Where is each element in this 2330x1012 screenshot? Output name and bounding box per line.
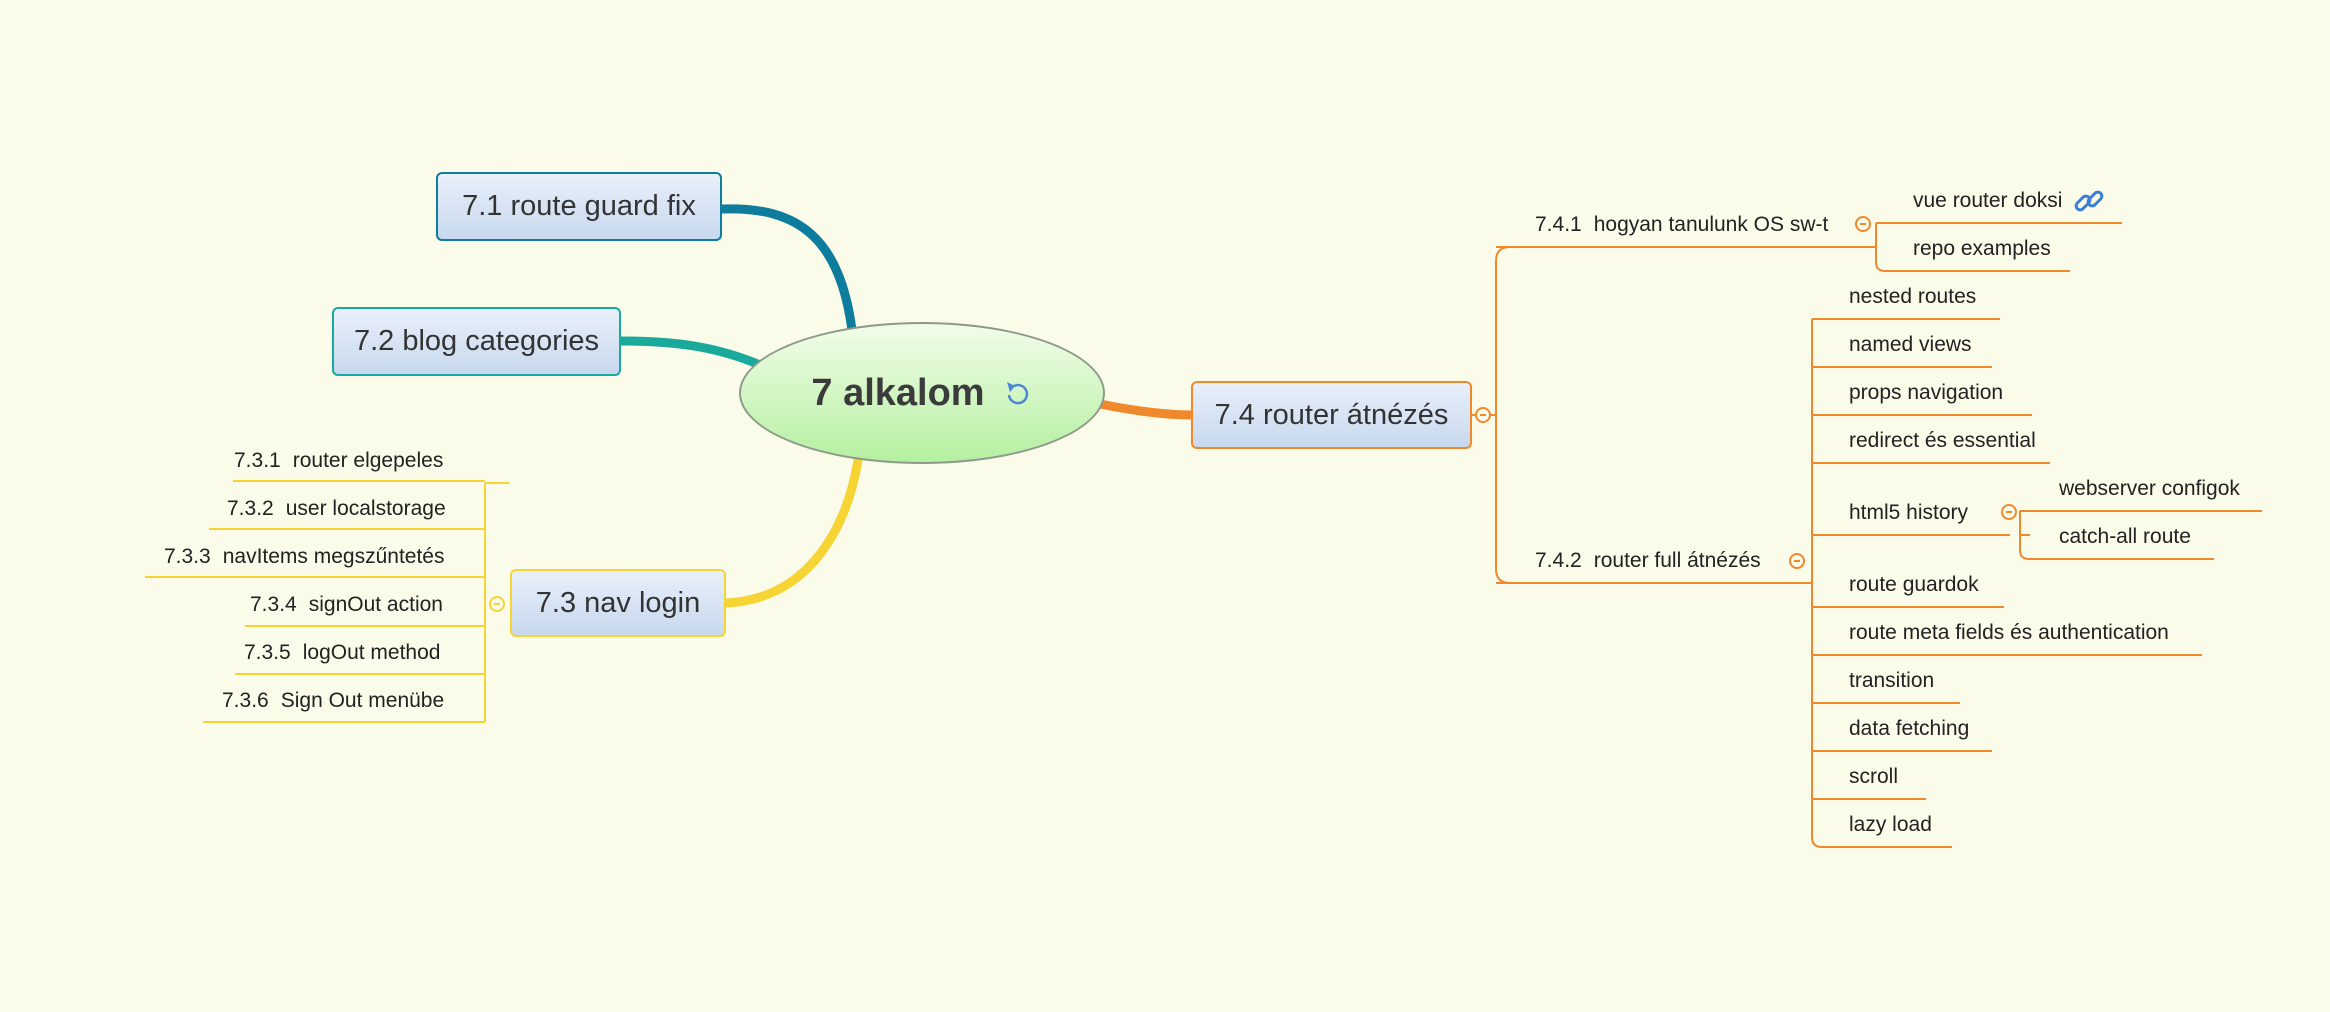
subtopic-router-full-atnezes[interactable]: 7.4.2 router full átnézés — [1535, 548, 1761, 574]
topic-blog-categories[interactable]: 7.2 blog categories — [332, 307, 621, 376]
item-route-meta-fields[interactable]: route meta fields és authentication — [1849, 620, 2169, 646]
subtopic-navitems-megszuntetes[interactable]: 7.3.3 navItems megszűntetés — [164, 544, 445, 570]
topic-router-atnezes[interactable]: 7.4 router átnézés — [1191, 381, 1472, 449]
item-text: redirect és essential — [1849, 429, 2036, 452]
subtopic-text: hogyan tanulunk OS sw-t — [1593, 213, 1829, 236]
subtopic-text: logOut method — [302, 641, 441, 664]
collapse-toggle-full-atnezes[interactable] — [1789, 553, 1805, 569]
item-repo-examples[interactable]: repo examples — [1913, 236, 2051, 262]
branch-7-1 — [717, 204, 857, 335]
item-data-fetching[interactable]: data fetching — [1849, 716, 1969, 742]
item-redirect-es-essential[interactable]: redirect és essential — [1849, 428, 2036, 454]
item-text: catch-all route — [2059, 525, 2191, 548]
subtopic-logout-method[interactable]: 7.3.5 logOut method — [244, 640, 440, 666]
item-catch-all-route[interactable]: catch-all route — [2059, 524, 2191, 550]
topic-label: 7.2 blog categories — [353, 325, 600, 357]
item-text: nested routes — [1849, 285, 1977, 308]
topic-label: 7.4 router átnézés — [1214, 398, 1449, 431]
subtopic-number: 7.3.3 — [164, 545, 211, 568]
link-icon[interactable] — [2072, 184, 2106, 223]
branch-7-2 — [616, 336, 765, 370]
item-named-views[interactable]: named views — [1849, 332, 1972, 358]
subtopic-sign-out-menube[interactable]: 7.3.6 Sign Out menübe — [222, 688, 444, 714]
topic-label: 7.1 route guard fix — [462, 190, 696, 222]
subtopic-text: router elgepeles — [292, 449, 444, 472]
item-html5-history[interactable]: html5 history — [1849, 500, 1968, 526]
item-nested-routes[interactable]: nested routes — [1849, 284, 1976, 310]
nav-login-connectors — [145, 480, 509, 723]
item-text: props navigation — [1849, 381, 2004, 404]
topic-label: 7.3 nav login — [535, 586, 701, 619]
topic-route-guard-fix[interactable]: 7.1 route guard fix — [436, 172, 722, 241]
subtopic-text: signOut action — [308, 593, 443, 616]
collapse-toggle-html5-history[interactable] — [2001, 504, 2017, 520]
item-text: lazy load — [1849, 813, 1932, 836]
item-text: named views — [1849, 333, 1972, 356]
item-text: scroll — [1849, 765, 1899, 788]
router-connectors — [1472, 222, 2262, 848]
central-topic[interactable]: 7 alkalom — [739, 322, 1105, 464]
item-text: vue router doksi — [1913, 189, 2063, 212]
item-props-navigation[interactable]: props navigation — [1849, 380, 2003, 406]
item-text: webserver configok — [2059, 477, 2240, 500]
item-vue-router-doksi[interactable]: vue router doksi — [1913, 188, 2062, 214]
subtopic-number: 7.3.6 — [222, 689, 269, 712]
subtopic-number: 7.4.1 — [1535, 213, 1582, 236]
collapse-toggle-os-sw[interactable] — [1855, 216, 1871, 232]
subtopic-signout-action[interactable]: 7.3.4 signOut action — [250, 592, 443, 618]
subtopic-user-localstorage[interactable]: 7.3.2 user localstorage — [227, 496, 446, 522]
item-lazy-load[interactable]: lazy load — [1849, 812, 1932, 838]
item-route-guardok[interactable]: route guardok — [1849, 572, 1979, 598]
subtopic-text: navItems megszűntetés — [222, 545, 445, 568]
subtopic-number: 7.4.2 — [1535, 549, 1582, 572]
collapse-toggle-nav-login[interactable] — [489, 596, 505, 612]
branch-7-4 — [1095, 399, 1197, 420]
item-text: data fetching — [1849, 717, 1970, 740]
subtopic-router-elgepeles[interactable]: 7.3.1 router elgepeles — [234, 448, 443, 474]
subtopic-number: 7.3.5 — [244, 641, 291, 664]
topic-nav-login[interactable]: 7.3 nav login — [510, 569, 726, 637]
collapse-toggle-router[interactable] — [1475, 407, 1491, 423]
subtopic-number: 7.3.4 — [250, 593, 297, 616]
item-scroll[interactable]: scroll — [1849, 764, 1898, 790]
item-text: route guardok — [1849, 573, 1979, 596]
subtopic-text: user localstorage — [285, 497, 446, 520]
refresh-icon[interactable] — [1001, 377, 1033, 409]
branch-7-3 — [721, 455, 863, 608]
item-text: repo examples — [1913, 237, 2051, 260]
subtopic-number: 7.3.2 — [227, 497, 274, 520]
subtopic-number: 7.3.1 — [234, 449, 281, 472]
item-text: route meta fields és authentication — [1849, 621, 2169, 644]
item-text: transition — [1849, 669, 1935, 692]
item-text: html5 history — [1849, 501, 1969, 524]
subtopic-text: router full átnézés — [1593, 549, 1761, 572]
item-transition[interactable]: transition — [1849, 668, 1934, 694]
subtopic-text: Sign Out menübe — [280, 689, 445, 712]
central-topic-label: 7 alkalom — [811, 371, 985, 414]
item-webserver-configok[interactable]: webserver configok — [2059, 476, 2240, 502]
subtopic-hogyan-tanulunk[interactable]: 7.4.1 hogyan tanulunk OS sw-t — [1535, 212, 1828, 238]
